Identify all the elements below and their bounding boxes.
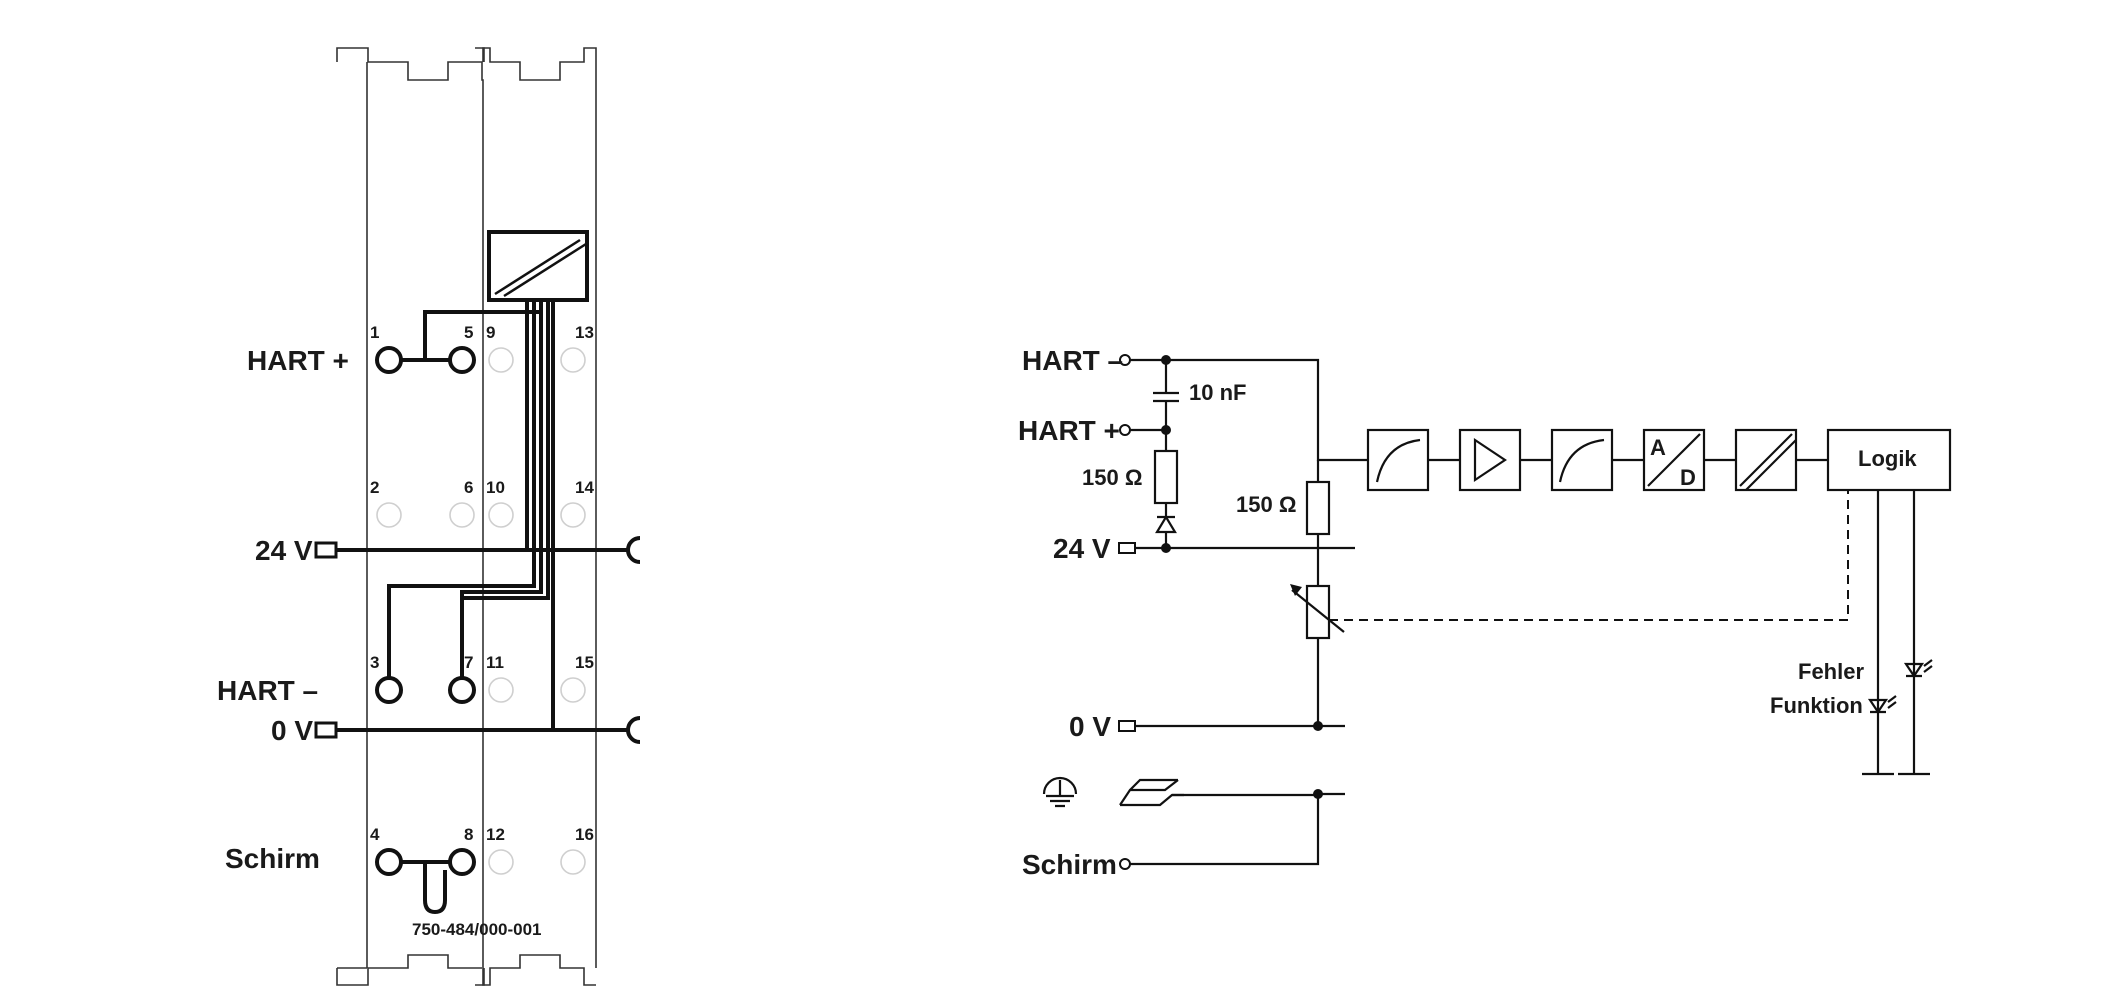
svg-text:8: 8 bbox=[464, 825, 473, 844]
amplifier-icon bbox=[1473, 437, 1507, 483]
module-housing-left bbox=[336, 47, 484, 986]
variable-arrow-icon bbox=[1290, 584, 1302, 596]
feedback-dashed-line bbox=[1329, 490, 1849, 621]
part-number: 750-484/000-001 bbox=[412, 920, 542, 939]
capacitor-label: 10 nF bbox=[1189, 380, 1246, 405]
housing-latch bbox=[475, 47, 485, 986]
resistor-2-label: 150 Ω bbox=[1236, 492, 1296, 517]
24v-input-icon bbox=[1118, 542, 1136, 554]
0v-contact-icon bbox=[314, 721, 338, 739]
logik-block bbox=[1826, 428, 1952, 492]
schem-label-0v: 0 V bbox=[1069, 711, 1111, 742]
svg-text:5: 5 bbox=[464, 323, 473, 342]
schem-label-24v: 24 V bbox=[1053, 533, 1111, 564]
schirm-terminal-icon bbox=[1119, 858, 1131, 870]
signal-chain: A D Logik bbox=[1366, 428, 1952, 492]
funktion-label: Funktion bbox=[1770, 693, 1863, 718]
svg-text:10: 10 bbox=[486, 478, 505, 497]
terminal-block-view: HART + 24 V HART – 0 V Schirm 1 2 3 4 5 … bbox=[217, 47, 641, 986]
svg-text:13: 13 bbox=[575, 323, 594, 342]
svg-text:7: 7 bbox=[464, 653, 473, 672]
svg-text:9: 9 bbox=[486, 323, 495, 342]
label-0v: 0 V bbox=[271, 715, 313, 746]
fehler-label: Fehler bbox=[1798, 659, 1864, 684]
resistor-150-icon bbox=[1305, 480, 1331, 536]
svg-text:1: 1 bbox=[370, 323, 379, 342]
svg-text:12: 12 bbox=[486, 825, 505, 844]
logik-label: Logik bbox=[1858, 446, 1917, 471]
svg-text:4: 4 bbox=[370, 825, 380, 844]
converter-block bbox=[487, 230, 589, 302]
svg-text:3: 3 bbox=[370, 653, 379, 672]
terminal-wiring bbox=[336, 300, 641, 915]
label-hart-plus: HART + bbox=[247, 345, 349, 376]
adc-a-label: A bbox=[1650, 435, 1666, 460]
schem-label-hart-minus: HART – bbox=[1022, 345, 1123, 376]
0v-input-icon bbox=[1118, 720, 1136, 732]
terminal-numbers: 1 2 3 4 5 6 7 8 9 10 11 12 13 14 15 16 bbox=[370, 323, 594, 844]
resistor-icon bbox=[1153, 449, 1179, 505]
svg-text:2: 2 bbox=[370, 478, 379, 497]
module-housing-right bbox=[482, 47, 597, 986]
circuit-schematic: A D Logik HART – HART + 24 V 0 V Schirm … bbox=[1018, 345, 1952, 880]
adc-d-label: D bbox=[1680, 465, 1696, 490]
schem-label-schirm: Schirm bbox=[1022, 849, 1117, 880]
svg-text:14: 14 bbox=[575, 478, 594, 497]
din-rail-icon bbox=[1119, 778, 1184, 807]
svg-text:6: 6 bbox=[464, 478, 473, 497]
resistor-1-label: 150 Ω bbox=[1082, 465, 1142, 490]
hart-plus-terminal-icon bbox=[1119, 424, 1131, 436]
wired-terminals bbox=[375, 346, 476, 876]
junction-dot bbox=[1161, 425, 1171, 435]
24v-contact-icon bbox=[314, 541, 338, 559]
junction-dot bbox=[1161, 355, 1171, 365]
label-schirm: Schirm bbox=[225, 843, 320, 874]
svg-text:15: 15 bbox=[575, 653, 594, 672]
schem-label-hart-plus: HART + bbox=[1018, 415, 1120, 446]
capacitor-icon bbox=[1153, 391, 1179, 403]
junction-dot bbox=[1161, 543, 1171, 553]
svg-text:11: 11 bbox=[486, 653, 504, 672]
ground-icon bbox=[1042, 776, 1078, 808]
label-hart-minus: HART – bbox=[217, 675, 318, 706]
led-funktion-icon bbox=[1867, 698, 1889, 714]
label-24v: 24 V bbox=[255, 535, 313, 566]
junction-dot bbox=[1313, 721, 1323, 731]
diode-icon bbox=[1155, 514, 1177, 534]
led-fehler-icon bbox=[1903, 662, 1925, 678]
svg-text:16: 16 bbox=[575, 825, 594, 844]
amplifier-block bbox=[1458, 428, 1522, 492]
